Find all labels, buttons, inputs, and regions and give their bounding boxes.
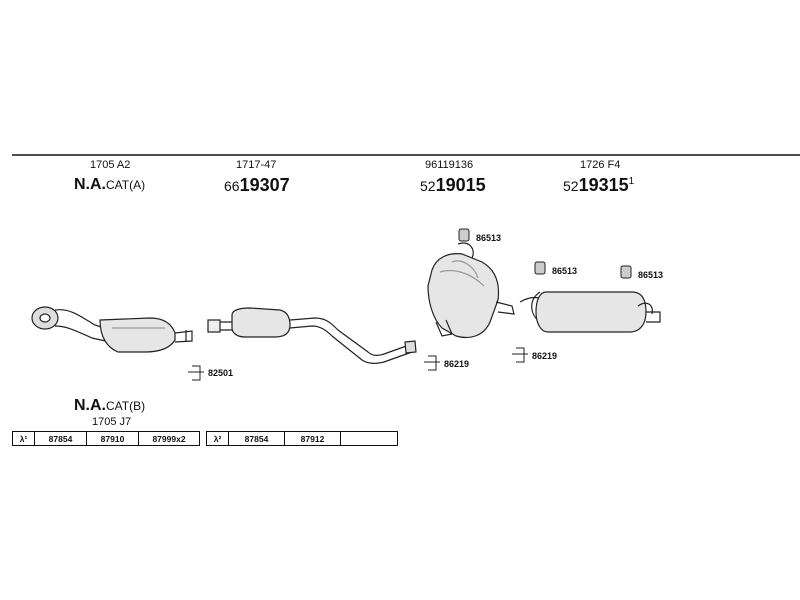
part-number-3: 5219015 bbox=[420, 175, 486, 196]
rear-silencer-drawing bbox=[519, 291, 661, 333]
part-number-4-prefix: 52 bbox=[563, 178, 579, 194]
part-number-4: 52193151 bbox=[563, 175, 634, 196]
intermediate-silencer-drawing bbox=[427, 242, 515, 339]
cat-b-code: 1705 J7 bbox=[92, 416, 132, 428]
lambda-table-1: λ¹ 87854 87910 87999x2 bbox=[12, 431, 200, 446]
clamp-tag-86219-a: 86219 bbox=[444, 359, 470, 369]
part-code-1: 1705 A2 bbox=[90, 159, 131, 171]
part-number-3-prefix: 52 bbox=[420, 178, 436, 194]
table-cell: 87912 bbox=[285, 432, 341, 445]
rubber-tag-86513-c: 86513 bbox=[638, 270, 664, 280]
lambda-label-2: λ² bbox=[207, 432, 229, 445]
table-cell bbox=[341, 432, 397, 445]
cat-b-suffix: CAT(B) bbox=[106, 399, 146, 413]
clamp-tag-82501: 82501 bbox=[208, 368, 234, 378]
part-number-2: 6619307 bbox=[224, 175, 290, 196]
table-cell: 87999x2 bbox=[152, 433, 186, 444]
lambda-table-2: λ² 87854 87912 bbox=[206, 431, 398, 446]
part-number-4-sup: 1 bbox=[628, 176, 635, 187]
table-cell: 87854 bbox=[229, 432, 285, 445]
part-number-1: N.A.CAT(A) bbox=[74, 176, 145, 194]
table-cell: 87854 bbox=[35, 432, 87, 445]
part-code-4: 1726 F4 bbox=[580, 159, 621, 171]
part-number-2-prefix: 66 bbox=[224, 178, 240, 194]
rubber-tag-86513-a: 86513 bbox=[476, 233, 502, 243]
part-code-2: 1717-47 bbox=[236, 159, 277, 171]
part-number-4-main: 19315 bbox=[578, 175, 629, 195]
cat-b-label: N.A.CAT(B) bbox=[74, 397, 145, 415]
part-number-1-main: N.A. bbox=[74, 176, 106, 193]
part-code-3: 96119136 bbox=[425, 159, 474, 171]
rubber-tag-86513-b: 86513 bbox=[552, 266, 578, 276]
lambda-label-1: λ¹ bbox=[13, 432, 35, 445]
part-number-2-main: 19307 bbox=[239, 175, 290, 195]
middle-silencer-drawing bbox=[207, 307, 417, 364]
table-cell: 87910 bbox=[87, 432, 139, 445]
catalytic-converter-drawing bbox=[31, 306, 193, 353]
part-number-3-main: 19015 bbox=[435, 175, 486, 195]
cat-b-main: N.A. bbox=[74, 397, 106, 414]
clamp-tag-86219-b: 86219 bbox=[532, 351, 558, 361]
rubber-mount-drawings bbox=[458, 228, 632, 279]
part-number-1-suffix: CAT(A) bbox=[106, 178, 146, 192]
clamp-drawings bbox=[188, 347, 528, 381]
